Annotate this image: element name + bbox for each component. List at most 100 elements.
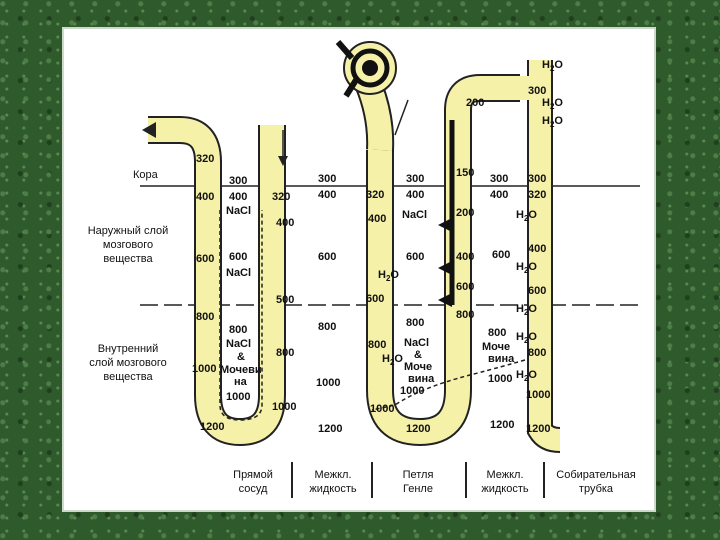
zone-outer-medulla-2: мозгового <box>103 239 153 251</box>
value-label: 1000 <box>272 401 296 413</box>
solute-label: NaCl <box>402 209 427 221</box>
solute-label: & <box>414 349 422 361</box>
value-label: 1000 <box>488 373 512 385</box>
value-label: 1000 <box>400 385 424 397</box>
solute-label: NaCl <box>226 267 251 279</box>
value-label: 300 <box>318 173 336 185</box>
value-label: 800 <box>368 339 386 351</box>
footer-collecting-duct-2: трубка <box>579 483 614 495</box>
water-label: H2O <box>542 59 563 73</box>
water-label: H2O <box>516 261 537 275</box>
value-label: 400 <box>528 243 546 255</box>
value-label: 1200 <box>526 423 550 435</box>
solute-label: NaCl <box>404 337 429 349</box>
value-label: 400 <box>490 189 508 201</box>
value-label: 600 <box>366 293 384 305</box>
value-label: 300 <box>406 173 424 185</box>
urea-recirculation <box>371 359 526 411</box>
value-label: 800 <box>528 347 546 359</box>
value-label: 400 <box>406 189 424 201</box>
value-label: 1200 <box>200 421 224 433</box>
value-label: 800 <box>406 317 424 329</box>
outflow-arrow-icon <box>142 122 156 138</box>
value-label: 800 <box>456 309 474 321</box>
footer-interstitium2-2: жидкость <box>481 483 529 495</box>
water-label: H2O <box>382 353 403 367</box>
value-label: 500 <box>276 294 294 306</box>
value-label: 600 <box>196 253 214 265</box>
value-label: 200 <box>466 97 484 109</box>
footer-collecting-duct-1: Собирательная <box>556 469 636 481</box>
zone-outer-medulla-1: Наружный слой <box>88 225 169 237</box>
zone-cortex: Кора <box>133 169 159 181</box>
solute-label: NaCl <box>226 205 251 217</box>
solute-label: & <box>237 351 245 363</box>
value-label: 320 <box>272 191 290 203</box>
solute-label: на <box>234 376 248 388</box>
vasa-recta-top <box>148 118 220 163</box>
value-label: 300 <box>229 175 247 187</box>
value-label: 800 <box>229 324 247 336</box>
water-label: H2O <box>542 97 563 111</box>
water-label: H2O <box>378 269 399 283</box>
value-label: 400 <box>196 191 214 203</box>
value-label: 300 <box>490 173 508 185</box>
solute-label: Моче <box>482 341 510 353</box>
value-label: 150 <box>456 167 474 179</box>
vasa-recta <box>196 125 284 445</box>
value-label: 400 <box>318 189 336 201</box>
value-label: 1200 <box>490 419 514 431</box>
value-label: 1200 <box>318 423 342 435</box>
value-label: 1000 <box>370 403 394 415</box>
footer-interstitium2-1: Межкл. <box>486 469 523 481</box>
loop-henle <box>368 76 520 445</box>
value-label: 600 <box>318 251 336 263</box>
value-label: 320 <box>366 189 384 201</box>
zone-inner-medulla-2: слой мозгового <box>89 357 167 369</box>
collecting-duct <box>529 60 561 451</box>
value-label: 1000 <box>316 377 340 389</box>
value-label: 1000 <box>192 363 216 375</box>
footer-interstitium-2: жидкость <box>309 483 357 495</box>
water-label: H2O <box>516 303 537 317</box>
footer-interstitium-1: Межкл. <box>314 469 351 481</box>
value-label: 600 <box>492 249 510 261</box>
nacl-arrow-icon <box>438 218 452 232</box>
zone-outer-medulla-3: вещества <box>103 253 153 265</box>
solute-label: вина <box>488 353 515 365</box>
water-labels: H2O H2O H2O H2O H2O H2O H2O H2O H2O H2O <box>378 59 563 383</box>
value-label: 400 <box>368 213 386 225</box>
water-label: H2O <box>516 331 537 345</box>
value-label: 600 <box>406 251 424 263</box>
water-label: H2O <box>516 369 537 383</box>
solute-label: Мочеви <box>220 364 262 376</box>
nacl-arrow-icon <box>438 293 452 307</box>
water-label: H2O <box>542 115 563 129</box>
value-label: 300 <box>528 85 546 97</box>
value-label: 600 <box>528 285 546 297</box>
vasa-flow-dashed <box>219 210 263 421</box>
value-label: 1000 <box>226 391 250 403</box>
value-label: 1200 <box>406 423 430 435</box>
footer-vasa-recta-2: сосуд <box>239 483 268 495</box>
footer-loop-1: Петля <box>403 469 434 481</box>
zone-inner-medulla-3: вещества <box>103 371 153 383</box>
footer-vasa-recta-1: Прямой <box>233 469 273 481</box>
value-label: 200 <box>456 207 474 219</box>
value-label: 400 <box>456 251 474 263</box>
value-label: 400 <box>229 191 247 203</box>
value-label: 600 <box>229 251 247 263</box>
solute-label: NaCl <box>226 338 251 350</box>
value-label: 320 <box>528 189 546 201</box>
solute-label: вина <box>408 373 435 385</box>
value-label: 320 <box>196 153 214 165</box>
zone-inner-medulla-1: Внутренний <box>98 343 159 355</box>
nacl-arrow-icon <box>438 261 452 275</box>
solute-label: Моче <box>404 361 432 373</box>
value-label: 800 <box>488 327 506 339</box>
glomerulus-icon <box>335 40 397 98</box>
value-label: 600 <box>456 281 474 293</box>
water-label: H2O <box>516 209 537 223</box>
value-label: 800 <box>276 347 294 359</box>
